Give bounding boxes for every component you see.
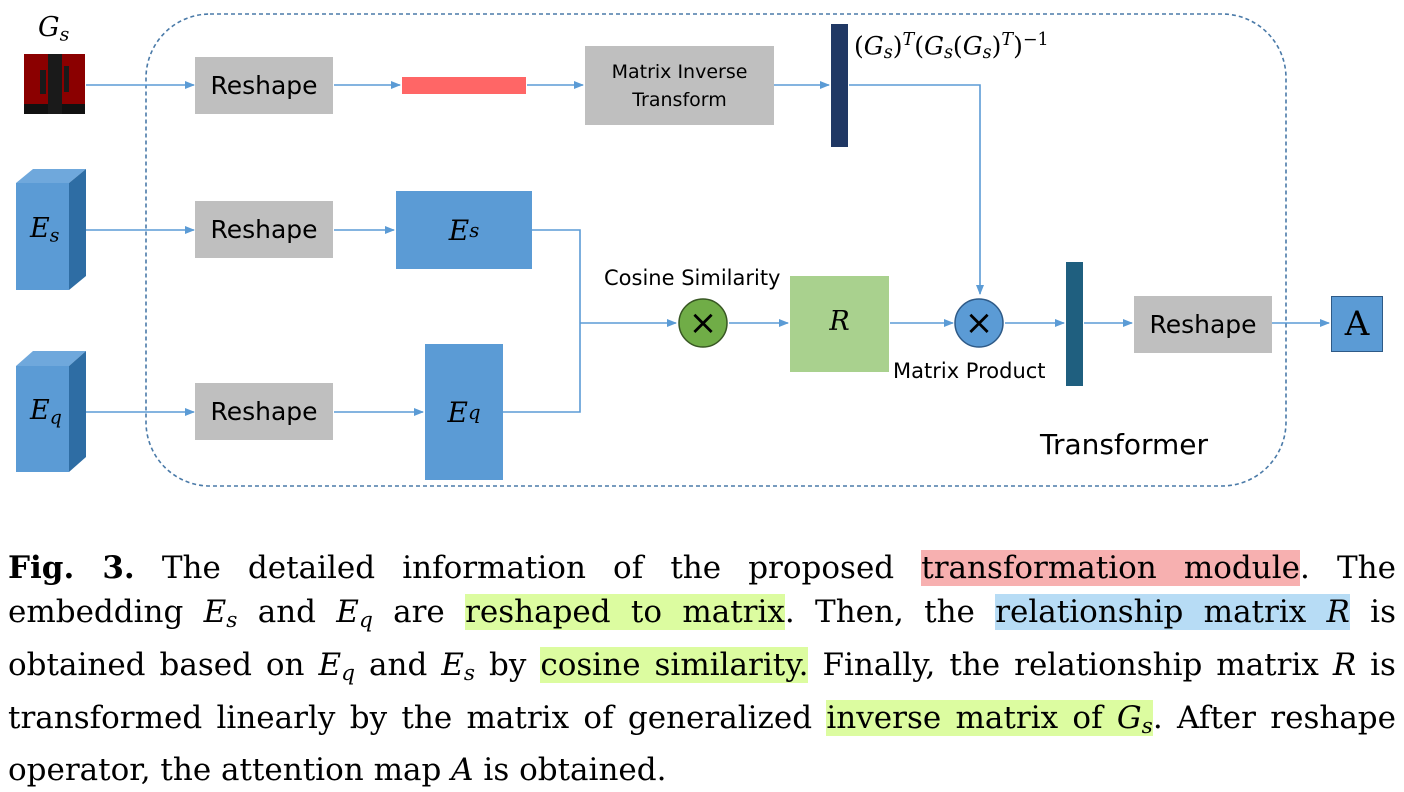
- diagram-canvas: [16, 13, 1330, 487]
- highlight-reshaped-to-matrix: reshaped to matrix: [465, 594, 785, 630]
- r-matrix-box: [790, 276, 889, 372]
- highlight-cosine-similarity: cosine similarity.: [540, 646, 809, 683]
- arrow-navybar-product: [849, 84, 984, 295]
- reshape-eq-box: Reshape: [195, 383, 333, 440]
- highlight-relationship-matrix: relationship matrix R: [995, 594, 1350, 630]
- line-es-merge: [532, 229, 581, 323]
- reshape-gs-box: Reshape: [195, 57, 333, 114]
- r-matrix-label: R: [829, 306, 850, 337]
- transformer-label: Transformer: [1040, 428, 1209, 461]
- matrix-inverse-transform-box: Matrix Inverse Transform: [585, 46, 774, 125]
- attention-map-output: A: [1331, 296, 1383, 352]
- es-input-label: Es: [30, 213, 60, 247]
- gs-input-image: [24, 54, 85, 114]
- matrix-product-label: Matrix Product: [893, 359, 1046, 383]
- matrix-inverse-line1: Matrix Inverse: [611, 60, 748, 83]
- figure-number: Fig. 3.: [8, 550, 135, 586]
- eq-input-cube: [16, 351, 86, 472]
- inverse-result-bar: [831, 24, 848, 147]
- generalized-inverse-formula: (Gs)T(Gs(Gs)T)−1: [854, 30, 1049, 64]
- cosine-multiply-icon: ×: [688, 303, 718, 343]
- line-eq-merge: [503, 323, 581, 413]
- reshape-output-box: Reshape: [1134, 296, 1272, 353]
- figure-caption: Fig. 3. The detailed information of the …: [8, 550, 1396, 789]
- product-multiply-icon: ×: [964, 303, 994, 343]
- reshape-es-box: Reshape: [195, 201, 333, 258]
- cosine-similarity-node: [678, 298, 728, 348]
- flattened-gs-bar: [402, 77, 526, 94]
- highlight-transformation-module: transformation module: [921, 550, 1301, 586]
- product-result-bar: [1066, 262, 1083, 386]
- matrix-product-node: [954, 298, 1004, 348]
- diagram: × × Gs Es Eq Reshape Reshape Reshape Res…: [16, 12, 1383, 487]
- gs-input-label: Gs: [38, 12, 70, 46]
- eq-input-label: Eq: [30, 395, 62, 429]
- transformer-container: [145, 13, 1287, 487]
- es-input-cube: [16, 169, 86, 290]
- matrix-inverse-line2: Transform: [632, 88, 727, 111]
- cosine-similarity-label: Cosine Similarity: [604, 266, 781, 290]
- highlight-inverse-matrix: inverse matrix of Gs: [826, 699, 1153, 739]
